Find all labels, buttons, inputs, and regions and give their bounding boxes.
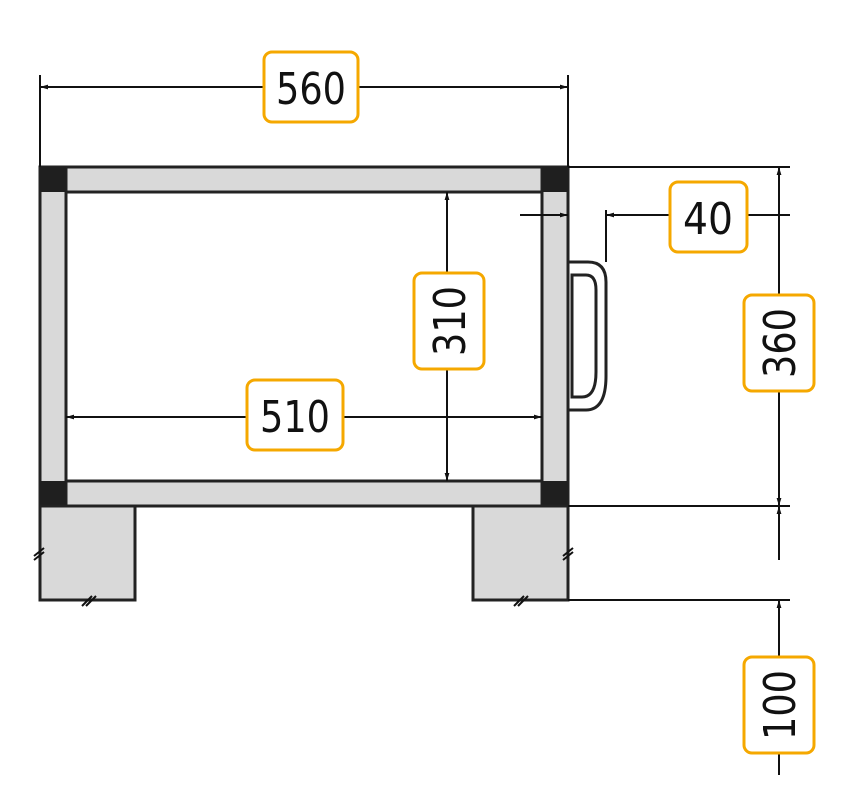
svg-text:310: 310: [425, 286, 476, 356]
break-mark-icon: [33, 547, 574, 607]
label-560: 560: [262, 50, 360, 124]
corner-block-bottom-right: [542, 481, 568, 506]
frame-bottom-rail: [38, 479, 570, 508]
label-360: 360: [742, 293, 816, 393]
label-40: 40: [668, 180, 749, 254]
frame: [38, 165, 570, 508]
svg-text:40: 40: [683, 194, 733, 245]
corner-block-top-left: [40, 167, 66, 192]
svg-text:560: 560: [276, 64, 346, 115]
corner-block-bottom-left: [40, 481, 66, 506]
svg-text:100: 100: [755, 670, 806, 740]
frame-top-rail: [38, 165, 570, 194]
legs: [33, 504, 574, 607]
corner-block-top-right: [542, 167, 568, 192]
frame-left-post: [38, 165, 68, 508]
svg-text:360: 360: [755, 308, 806, 378]
svg-text:510: 510: [260, 392, 330, 443]
handle-icon: [566, 260, 608, 412]
label-310: 310: [412, 271, 486, 371]
leg-right: [471, 504, 570, 602]
label-510: 510: [245, 378, 345, 452]
label-100: 100: [742, 655, 816, 755]
extension-lines: [39, 75, 790, 601]
frame-right-post: [540, 165, 570, 508]
leg-left: [38, 504, 137, 602]
